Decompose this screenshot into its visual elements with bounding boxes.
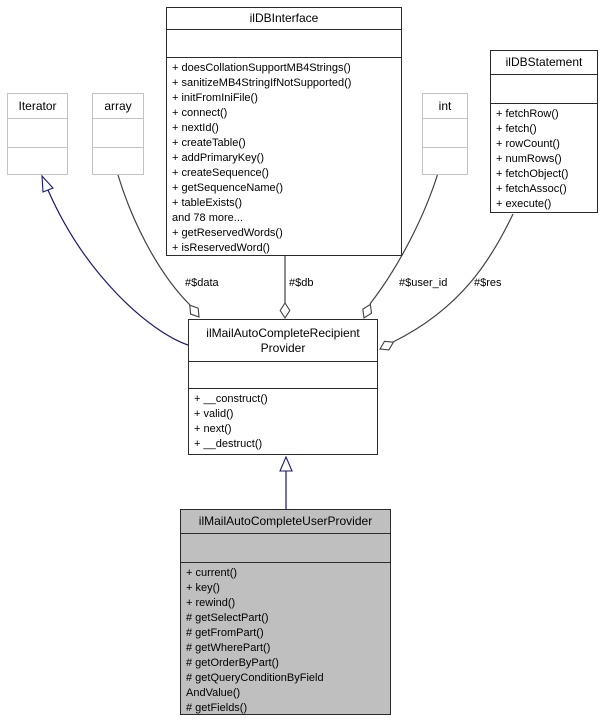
methods-compartment: [8, 147, 67, 174]
method-label: + isReservedWord(): [172, 242, 270, 254]
method-label: + doesCollationSupportMB4Strings(): [172, 62, 351, 74]
method-label: + nextId(): [172, 122, 219, 134]
method-label: + fetchRow(): [496, 108, 559, 120]
method-label: # getFromPart(): [186, 627, 264, 639]
method-label: # getFields(): [186, 702, 248, 714]
inheritance-arrow-user-provider: [279, 455, 293, 472]
method-label: + execute(): [496, 198, 552, 210]
class-box-ilmailautocompleteuserprovider[interactable]: ilMailAutoCompleteUserProvider + current…: [180, 509, 391, 715]
methods-compartment: [423, 147, 467, 174]
class-name-line: Provider: [260, 340, 306, 355]
edge-label-res: #$res: [474, 277, 502, 289]
method-label: + getSequenceName(): [172, 182, 283, 194]
method-label: # getQueryConditionByField: [186, 672, 324, 684]
method-label: + fetchAssoc(): [496, 183, 567, 195]
class-name: int: [438, 98, 452, 113]
aggregation-diamond-res: [379, 340, 395, 351]
methods-compartment: + __construct() + valid() + next() + __d…: [189, 388, 377, 454]
class-name: ilMailAutoCompleteUserProvider: [198, 514, 373, 528]
method-label: + sanitizeMB4StringIfNotSupported(): [172, 77, 352, 89]
class-name: Iterator: [18, 98, 57, 113]
method-label: + valid(): [194, 408, 234, 420]
methods-compartment: + current() + key() + rewind() # getSele…: [181, 562, 390, 714]
method-label: + rewind(): [186, 597, 236, 609]
method-label: # getWherePart(): [186, 642, 271, 654]
method-label: + createTable(): [172, 137, 246, 149]
class-box-ildbstatement[interactable]: ilDBStatement + fetchRow() + fetch() + r…: [490, 50, 598, 213]
method-label: + initFromIniFile(): [172, 92, 258, 104]
class-name: array: [104, 98, 132, 113]
methods-compartment: + doesCollationSupportMB4Strings() + san…: [167, 57, 401, 255]
edge-res: [392, 213, 514, 343]
inheritance-arrow-iterator: [41, 174, 54, 193]
method-label: # getSelectPart(): [186, 612, 269, 624]
aggregation-diamond-data: [189, 304, 200, 318]
method-label: + fetch(): [496, 123, 537, 135]
method-label: + addPrimaryKey(): [172, 152, 265, 164]
method-label: # getOrderByPart(): [186, 657, 279, 669]
attributes-compartment: [181, 533, 390, 562]
attributes-compartment: [189, 361, 377, 388]
method-label: and 78 more...: [172, 212, 243, 224]
class-name: ilDBInterface: [249, 11, 319, 25]
method-label: + connect(): [172, 107, 228, 119]
class-box-ilmailautocompleterecipientprovider[interactable]: ilMailAutoCompleteRecipient Provider + _…: [188, 319, 378, 455]
attributes-compartment: [8, 118, 67, 147]
methods-compartment: + fetchRow() + fetch() + rowCount() + nu…: [491, 103, 597, 212]
class-box-iterator: Iterator: [7, 93, 68, 175]
class-box-ildbinterface[interactable]: ilDBInterface + doesCollationSupportMB4S…: [166, 7, 402, 256]
class-box-array: array: [92, 93, 144, 175]
class-name: ilMailAutoCompleteRecipient Provider: [189, 320, 377, 361]
edge-label-user-id: #$user_id: [399, 277, 448, 289]
attributes-compartment: [93, 118, 143, 147]
method-label: AndValue(): [186, 687, 241, 699]
method-label: + key(): [186, 582, 220, 594]
attributes-compartment: [491, 74, 597, 103]
edge-data: [117, 174, 191, 306]
methods-compartment: [93, 147, 143, 174]
method-label: + __destruct(): [194, 438, 263, 450]
method-label: + next(): [194, 423, 232, 435]
method-label: + __construct(): [194, 393, 268, 405]
class-name: ilDBStatement: [505, 55, 583, 69]
edge-label-db: #$db: [289, 277, 314, 289]
edge-user-id: [369, 172, 439, 305]
method-label: + numRows(): [496, 153, 562, 165]
class-name-line: ilMailAutoCompleteRecipient: [206, 325, 360, 340]
aggregation-diamond-user-id: [362, 303, 373, 319]
method-label: + getReservedWords(): [172, 227, 283, 239]
method-label: + tableExists(): [172, 197, 242, 209]
attributes-compartment: [423, 118, 467, 147]
edge-label-data: #$data: [185, 277, 219, 289]
method-label: + fetchObject(): [496, 168, 569, 180]
method-label: + createSequence(): [172, 167, 269, 179]
class-box-int: int: [422, 93, 468, 175]
method-label: + current(): [186, 567, 238, 579]
aggregation-diamond-db: [279, 301, 291, 320]
edge-inherit-iterator: [47, 189, 189, 346]
attributes-compartment: [167, 29, 401, 57]
method-label: + rowCount(): [496, 138, 560, 150]
